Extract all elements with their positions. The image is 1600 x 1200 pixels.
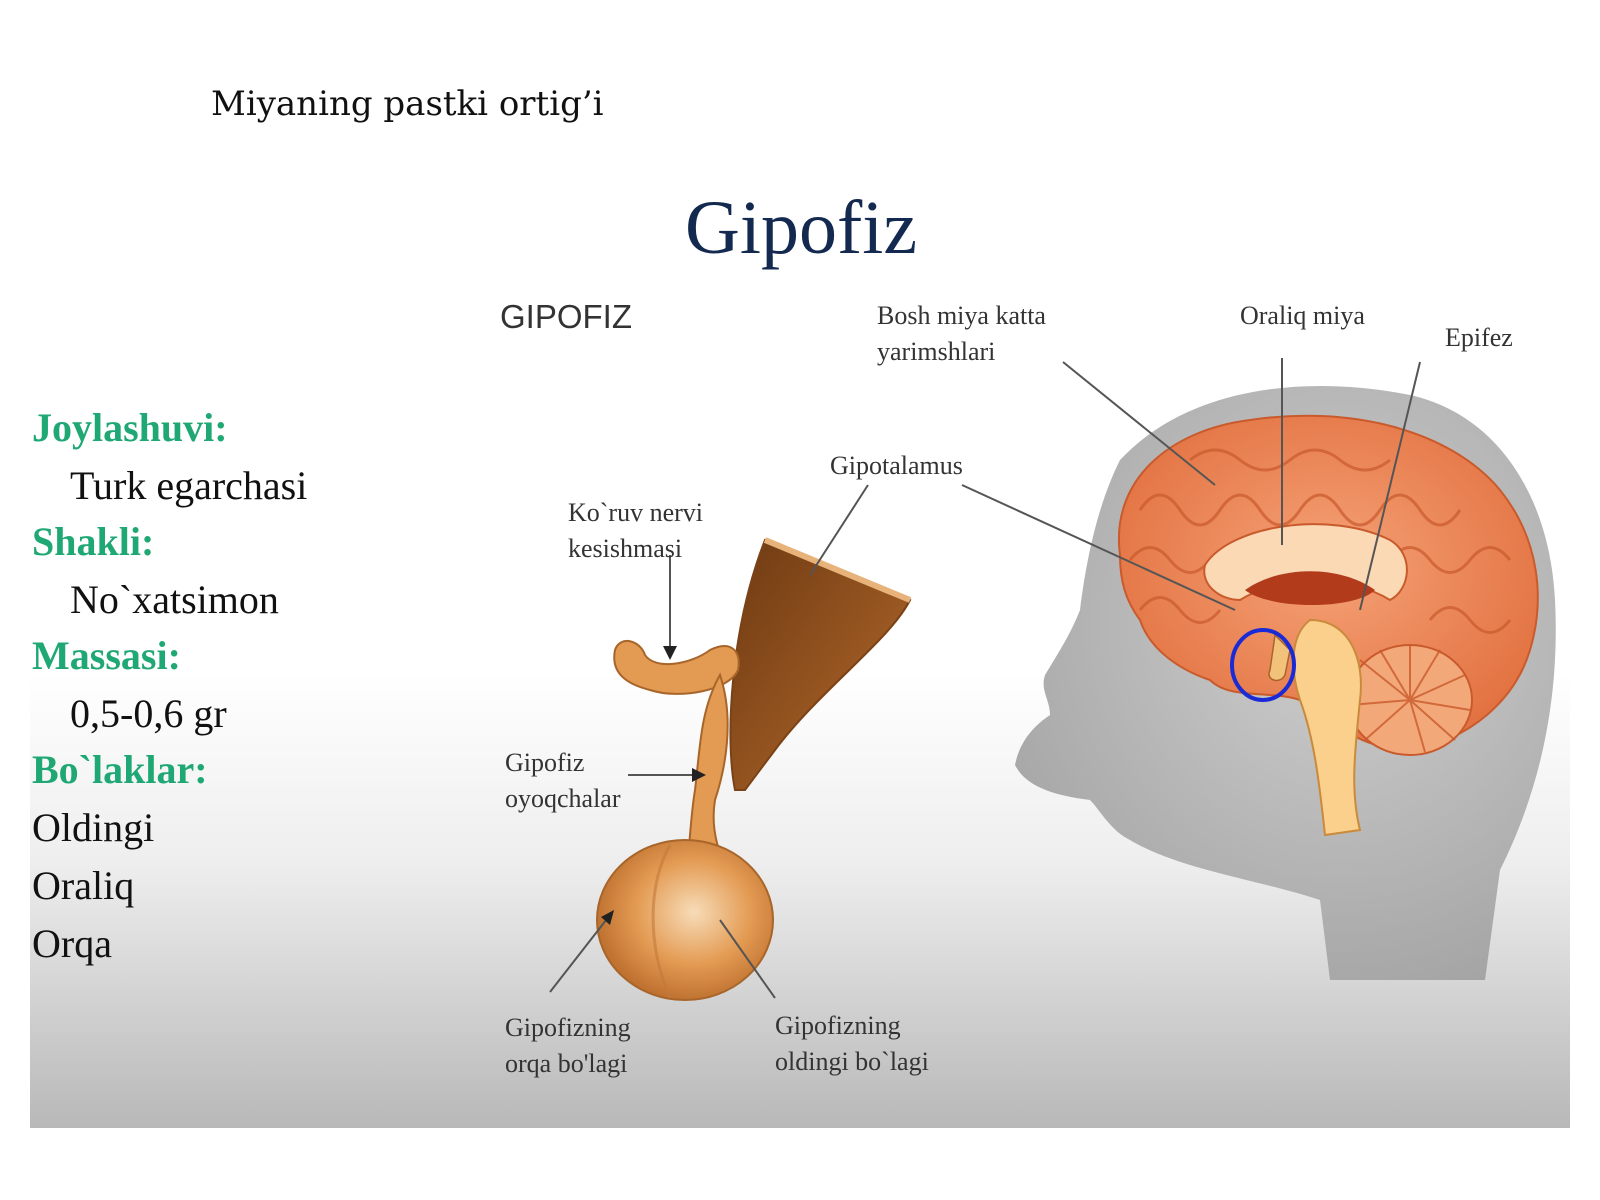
leader-lines [549,358,1421,999]
brain-sagittal [1117,414,1539,837]
label-posterior-lobe: Gipofizning orqa bo'lagi [505,1013,631,1078]
figure-heading: Gipofiz [685,186,918,270]
pituitary-highlight-circle [1230,628,1296,702]
info-value-shape: No`xatsimon [70,577,279,622]
label-anterior-lobe: Gipofizning oldingi bo`lagi [775,1011,929,1076]
lobe-item: Oraliq [32,863,135,908]
label-diencephalon: Oraliq miya [1240,301,1365,330]
pituitary-gland-illustration [596,537,912,1001]
info-value-location: Turk egarchasi [70,463,308,508]
info-label-location: Joylashuvi: [32,405,228,450]
gipofiz-figure: Gipofiz GIPOFIZ Joylashuvi: Turk egarcha… [30,180,1570,1128]
label-optic-chiasm: Ko`ruv nervi kesishmasi [568,498,704,563]
figure-subheading: GIPOFIZ [500,298,632,335]
info-label-lobes: Bo`laklar: [32,747,208,792]
lobe-item: Oldingi [32,805,155,850]
slide-title: Miyaning pastki ortig’i [211,84,604,124]
lobe-item: Orqa [32,921,112,966]
label-hypothalamus: Gipotalamus [830,451,963,480]
label-cerebral-hemispheres: Bosh miya katta yarimshlari [877,301,1046,366]
label-epiphysis: Epifez [1445,323,1513,352]
arrowheads [601,646,706,925]
info-label-mass: Massasi: [32,633,181,678]
label-pituitary-stalk: Gipofiz oyoqchalar [505,748,621,813]
info-label-shape: Shakli: [32,519,155,564]
anatomy-illustration [549,358,1556,1001]
info-value-mass: 0,5-0,6 gr [70,691,227,736]
